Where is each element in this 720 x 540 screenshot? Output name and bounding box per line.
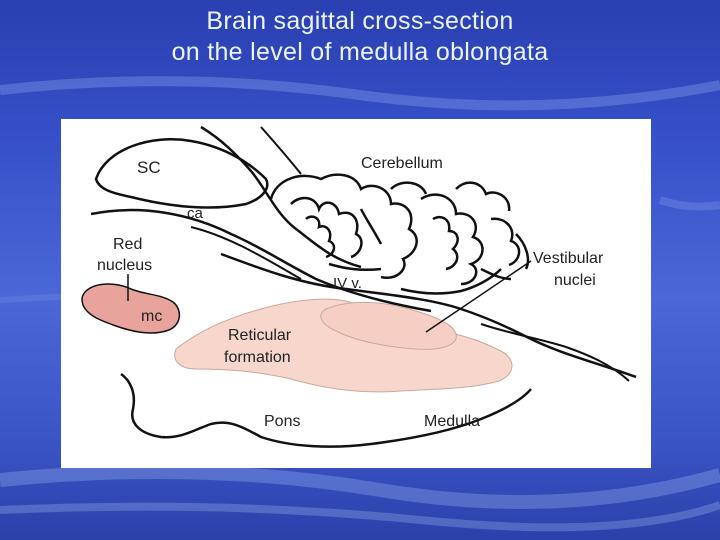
- label-vestibular-1: Vestibular: [533, 250, 604, 267]
- label-pons: Pons: [264, 413, 300, 430]
- aqueduct-line-lower: [191, 227, 301, 279]
- superior-colliculus-outline: [96, 139, 267, 207]
- title-line-1: Brain sagittal cross-section: [0, 6, 720, 37]
- brain-diagram: SC ca Red nucleus mc Cerebellum IV v. Ve…: [61, 119, 651, 468]
- label-mc: mc: [141, 308, 162, 325]
- label-red-nucleus-1: Red: [113, 236, 142, 253]
- vestibular-pointer: [426, 261, 531, 332]
- label-red-nucleus-2: nucleus: [97, 257, 152, 274]
- tectum-boundary: [201, 127, 361, 267]
- label-sc: SC: [137, 158, 161, 177]
- label-reticular-1: Reticular: [228, 327, 292, 344]
- label-ca: ca: [187, 205, 204, 222]
- red-nucleus: [82, 284, 179, 333]
- slide-title: Brain sagittal cross-section on the leve…: [0, 6, 720, 68]
- tectum-boundary-2: [261, 127, 301, 174]
- label-reticular-2: formation: [224, 349, 291, 366]
- label-cerebellum: Cerebellum: [361, 155, 443, 172]
- title-line-2: on the level of medulla oblongata: [0, 37, 720, 68]
- label-vestibular-2: nuclei: [554, 272, 596, 289]
- label-fourth-ventricle: IV v.: [333, 275, 362, 292]
- label-medulla: Medulla: [424, 413, 480, 430]
- diagram-svg: SC ca Red nucleus mc Cerebellum IV v. Ve…: [61, 119, 651, 468]
